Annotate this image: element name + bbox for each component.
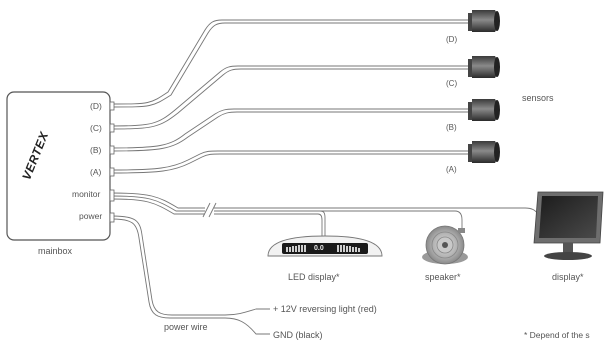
power-wire-cable	[111, 215, 270, 335]
sensor-c	[468, 56, 500, 78]
sensor-label-b: (B)	[446, 123, 457, 132]
sensor-d	[468, 10, 500, 32]
led-display	[267, 235, 383, 257]
sensor-a	[468, 141, 500, 163]
speaker-label: speaker*	[425, 272, 461, 282]
footnote: * Depend of the s	[524, 330, 590, 340]
power-black-label: GND (black)	[273, 330, 323, 340]
port-label-monitor: monitor	[72, 189, 101, 199]
port-label-d: (D)	[90, 101, 102, 111]
sensor-wires	[111, 19, 468, 174]
display-label: display*	[552, 272, 584, 282]
power-wire-label: power wire	[164, 322, 208, 332]
sensors-label: sensors	[522, 93, 554, 103]
power-red-label: + 12V reversing light (red)	[273, 304, 377, 314]
sensor-b	[468, 99, 500, 121]
display-monitor	[533, 191, 604, 260]
led-reading: 0.0	[314, 245, 324, 252]
led-display-label: LED display*	[288, 272, 340, 282]
port-label-c: (C)	[90, 123, 102, 133]
port-label-power: power	[79, 211, 103, 221]
sensor-label-d: (D)	[446, 35, 458, 44]
port-label-b: (B)	[90, 145, 102, 155]
sensor-label-a: (A)	[446, 165, 457, 174]
speaker	[422, 225, 468, 265]
sensor-group	[468, 10, 500, 163]
sensor-label-c: (C)	[446, 79, 458, 88]
mainbox	[6, 91, 115, 241]
port-label-a: (A)	[90, 167, 102, 177]
mainbox-label: mainbox	[38, 246, 73, 256]
monitor-cable	[111, 192, 539, 236]
